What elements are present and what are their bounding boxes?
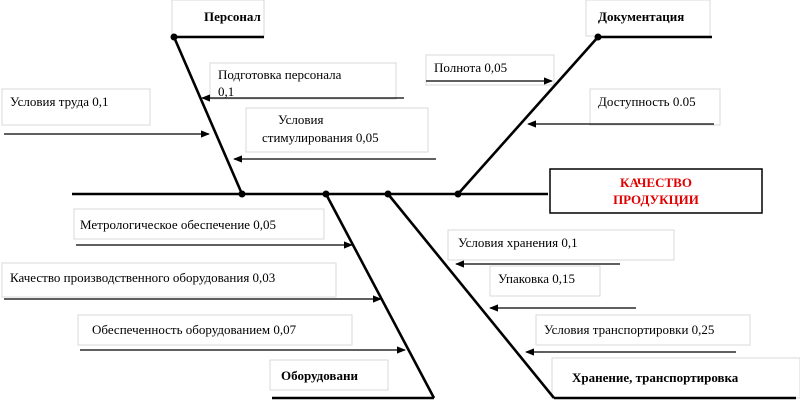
effect-label-line2: ПРОДУКЦИИ <box>613 192 699 207</box>
completeness-box <box>425 54 555 86</box>
equipment-availability-box <box>77 314 353 346</box>
dot-documentation-top <box>594 33 602 41</box>
category-personnel: Персонал <box>204 9 261 24</box>
factor-storage-conditions: Условия хранения 0,1 <box>458 235 578 250</box>
category-storage: Хранение, транспортировка <box>572 370 739 385</box>
bone-documentation <box>457 36 599 195</box>
factor-incentive-line1: Условия <box>278 112 323 127</box>
dot-personnel <box>238 190 246 198</box>
factor-training-line1: Подготовка персонала <box>218 67 342 82</box>
dot-documentation <box>454 190 462 198</box>
bone-storage <box>386 193 556 399</box>
factor-accessibility: Доступность 0.05 <box>598 94 696 109</box>
equipment-box <box>269 359 389 391</box>
factor-incentive-line2: стимулирования 0,05 <box>262 130 379 145</box>
effect-label-line1: КАЧЕСТВО <box>620 175 692 190</box>
factor-packaging: Упаковка 0,15 <box>498 271 575 286</box>
factor-working-conditions: Условия труда 0,1 <box>10 94 108 109</box>
documentation-box <box>585 0 711 37</box>
equipment-quality-box <box>1 262 337 298</box>
factor-completeness: Полнота 0,05 <box>434 60 507 75</box>
storage-conditions-box <box>447 229 675 261</box>
packaging-box <box>489 265 601 297</box>
factor-transport-conditions: Условия транспортировки 0,25 <box>544 322 714 337</box>
storage-transport-box <box>551 357 800 399</box>
accessibility-box <box>589 88 721 126</box>
dot-personnel-top <box>170 33 178 41</box>
factor-training-line2: 0,1 <box>218 84 234 99</box>
category-documentation: Документация <box>598 9 684 24</box>
incentive-box <box>245 107 429 153</box>
effect-box <box>549 168 763 214</box>
transport-conditions-box <box>535 314 751 346</box>
factor-equipment-quality: Качество производственного оборудования … <box>10 270 275 285</box>
category-equipment: Оборудовани <box>281 368 358 383</box>
factor-metrology: Метрологическое обеспечение 0,05 <box>80 217 276 232</box>
metrology-box <box>73 208 325 240</box>
bone-personnel <box>172 36 244 195</box>
dot-equipment <box>322 190 330 198</box>
personnel-box <box>171 0 265 37</box>
training-box <box>209 62 397 100</box>
dot-storage <box>384 190 392 198</box>
factor-equipment-availability: Обеспеченность оборудованием 0,07 <box>92 322 297 337</box>
working-conditions-box <box>1 88 151 126</box>
